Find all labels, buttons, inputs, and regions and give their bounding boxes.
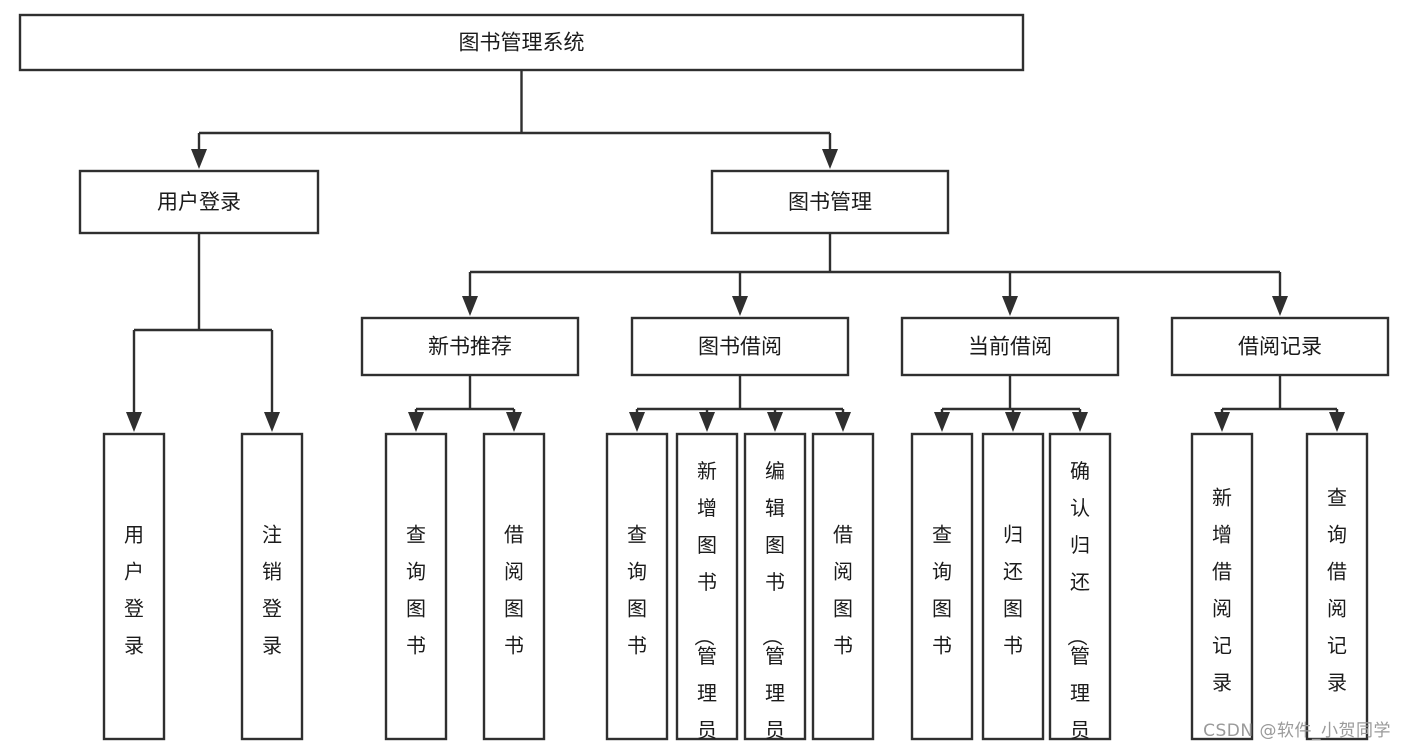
node-new-book-rec-box xyxy=(360,316,580,377)
node-leaf-add-book-label: 新增图书（管理员） xyxy=(692,459,717,747)
node-leaf-logout-box xyxy=(240,432,304,741)
node-leaf-return-book[interactable]: 归还图书 xyxy=(981,432,1045,741)
edge-arrowhead xyxy=(462,296,478,316)
node-leaf-query-book-1-label: 查询图书 xyxy=(406,522,426,657)
edge-arrowhead xyxy=(767,412,783,432)
edge-arrowhead xyxy=(629,412,645,432)
edge-arrowhead xyxy=(1329,412,1345,432)
node-leaf-add-record-label: 新增借阅记录 xyxy=(1212,485,1232,694)
node-user-login[interactable]: 用户登录 xyxy=(78,169,320,235)
node-leaf-query-book-2[interactable]: 查询图书 xyxy=(605,432,669,741)
edge-arrowhead xyxy=(1002,296,1018,316)
node-current-borrow[interactable]: 当前借阅 xyxy=(900,316,1120,377)
node-leaf-confirm-return-label: 确认归还（管理员） xyxy=(1065,459,1090,747)
node-leaf-query-book-1[interactable]: 查询图书 xyxy=(384,432,448,741)
edge-arrowhead xyxy=(506,412,522,432)
node-leaf-edit-book[interactable]: 编辑图书（管理员） xyxy=(743,432,807,747)
node-leaf-edit-book-label: 编辑图书（管理员） xyxy=(760,459,785,747)
edge-arrowhead xyxy=(1072,412,1088,432)
edge-arrowhead xyxy=(934,412,950,432)
node-leaf-query-book-3-label: 查询图书 xyxy=(932,522,952,657)
node-book-borrow-box xyxy=(630,316,850,377)
node-leaf-user-login-box xyxy=(102,432,166,741)
edge-arrowhead xyxy=(191,149,207,169)
node-leaf-query-record[interactable]: 查询借阅记录 xyxy=(1305,432,1369,741)
node-leaf-logout[interactable]: 注销登录 xyxy=(240,432,304,741)
node-new-book-rec[interactable]: 新书推荐 xyxy=(360,316,580,377)
node-leaf-confirm-return[interactable]: 确认归还（管理员） xyxy=(1048,432,1112,747)
node-user-login-label: 用户登录 xyxy=(157,190,241,214)
edge-arrowhead xyxy=(1272,296,1288,316)
node-book-manage-box xyxy=(710,169,950,235)
node-user-login-box xyxy=(78,169,320,235)
node-root-root[interactable]: 图书管理系统 xyxy=(18,13,1025,72)
node-leaf-edit-book-box xyxy=(743,432,807,741)
node-current-borrow-box xyxy=(900,316,1120,377)
node-leaf-user-login-label: 用户登录 xyxy=(124,522,144,657)
node-leaf-add-book-box xyxy=(675,432,739,741)
node-leaf-borrow-book-2[interactable]: 借阅图书 xyxy=(811,432,875,741)
node-leaf-return-book-box xyxy=(981,432,1045,741)
edge-arrowhead xyxy=(126,412,142,432)
node-leaf-borrow-book-1-label: 借阅图书 xyxy=(504,522,524,657)
node-book-manage-label: 图书管理 xyxy=(788,190,872,214)
edge-arrowhead xyxy=(835,412,851,432)
node-leaf-query-book-3-box xyxy=(910,432,974,741)
node-new-book-rec-label: 新书推荐 xyxy=(428,335,512,359)
node-leaf-return-book-label: 归还图书 xyxy=(1003,522,1023,657)
node-root-root-box xyxy=(18,13,1025,72)
node-leaf-query-record-label: 查询借阅记录 xyxy=(1327,485,1347,694)
node-leaf-query-book-2-label: 查询图书 xyxy=(627,522,647,657)
node-leaf-query-book-2-box xyxy=(605,432,669,741)
node-book-borrow[interactable]: 图书借阅 xyxy=(630,316,850,377)
node-leaf-confirm-return-box xyxy=(1048,432,1112,741)
nodes-layer: 图书管理系统用户登录图书管理新书推荐图书借阅当前借阅借阅记录用户登录注销登录查询… xyxy=(18,13,1390,747)
edge-arrowhead xyxy=(264,412,280,432)
node-leaf-borrow-book-2-label: 借阅图书 xyxy=(833,522,853,657)
node-borrow-record-box xyxy=(1170,316,1390,377)
edge-arrowhead xyxy=(1005,412,1021,432)
node-leaf-add-record-box xyxy=(1190,432,1254,741)
node-book-borrow-label: 图书借阅 xyxy=(698,335,782,359)
node-leaf-add-record[interactable]: 新增借阅记录 xyxy=(1190,432,1254,741)
node-book-manage[interactable]: 图书管理 xyxy=(710,169,950,235)
edge-arrowhead xyxy=(408,412,424,432)
node-leaf-borrow-book-1-box xyxy=(482,432,546,741)
node-leaf-query-record-box xyxy=(1305,432,1369,741)
node-root-root-label: 图书管理系统 xyxy=(459,31,585,55)
node-leaf-borrow-book-1[interactable]: 借阅图书 xyxy=(482,432,546,741)
node-leaf-query-book-3[interactable]: 查询图书 xyxy=(910,432,974,741)
edges-layer xyxy=(126,70,1345,432)
node-borrow-record-label: 借阅记录 xyxy=(1238,335,1322,359)
csdn-watermark: CSDN @软件_小贺同学 xyxy=(1203,721,1391,741)
edge-arrowhead xyxy=(732,296,748,316)
node-leaf-logout-label: 注销登录 xyxy=(262,522,282,657)
node-leaf-query-book-1-box xyxy=(384,432,448,741)
node-borrow-record[interactable]: 借阅记录 xyxy=(1170,316,1390,377)
node-leaf-add-book[interactable]: 新增图书（管理员） xyxy=(675,432,739,747)
edge-arrowhead xyxy=(699,412,715,432)
edge-arrowhead xyxy=(822,149,838,169)
edge-arrowhead xyxy=(1214,412,1230,432)
node-current-borrow-label: 当前借阅 xyxy=(968,335,1052,359)
node-leaf-borrow-book-2-box xyxy=(811,432,875,741)
node-leaf-user-login[interactable]: 用户登录 xyxy=(102,432,166,741)
